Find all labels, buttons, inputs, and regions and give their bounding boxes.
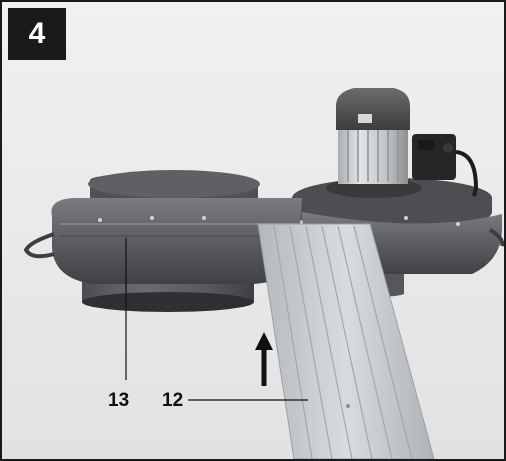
callout-12: 12	[162, 390, 184, 411]
figure-number-badge: 4	[8, 8, 66, 60]
left-fan-housing	[23, 170, 504, 312]
insertion-arrow-icon	[255, 332, 273, 386]
figure-number: 4	[28, 17, 46, 50]
callout-13: 13	[108, 390, 130, 411]
motor	[326, 88, 479, 198]
